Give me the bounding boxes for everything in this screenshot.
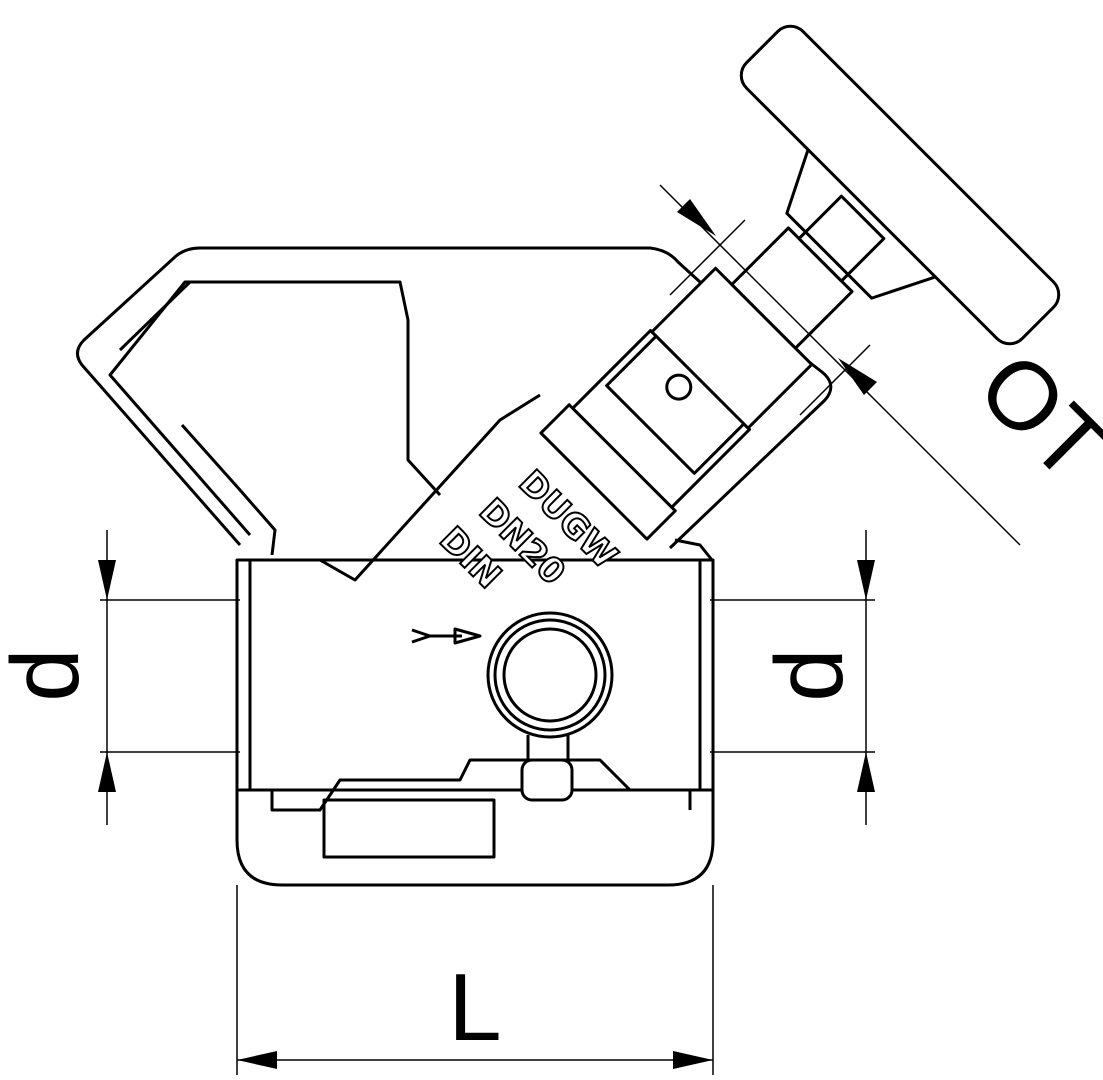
dimension-d-right: d (710, 530, 875, 825)
dimension-label-d-left: d (0, 648, 99, 701)
dimension-label-d-right: d (756, 648, 863, 701)
valve-bonnet (539, 194, 886, 541)
handwheel (739, 24, 1061, 346)
dimension-d-left: d (0, 530, 240, 825)
flow-arrow-icon (411, 627, 482, 645)
valve-body (235, 393, 715, 887)
test-nipple (486, 611, 614, 802)
dimension-label-l: L (448, 954, 501, 1061)
dimension-label-ot: OT (958, 332, 1103, 502)
valve-housing (76, 246, 833, 561)
dimension-l: L (236, 885, 714, 1075)
